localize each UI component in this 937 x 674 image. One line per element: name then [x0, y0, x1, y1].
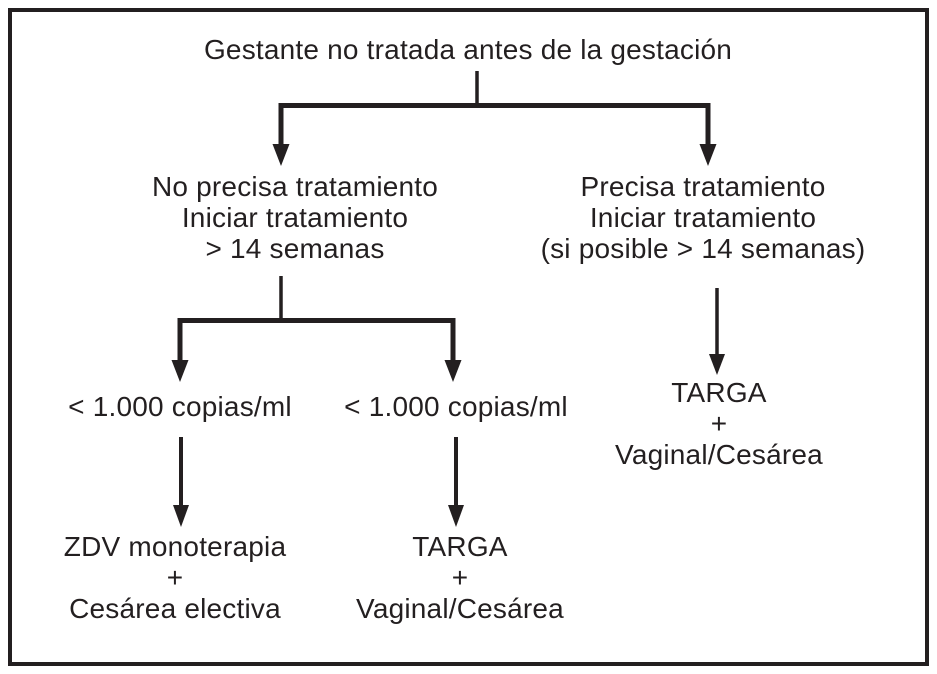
node-root-title-text: Gestante no tratada antes de la gestació… [203, 34, 733, 65]
node-precisa-tratamiento: Precisa tratamiento Iniciar tratamiento … [523, 171, 883, 264]
node-outcome-zdv: ZDV monoterapia + Cesárea electiva [20, 531, 330, 624]
node-no-precisa-line1: No precisa tratamiento [151, 171, 439, 202]
top-split-bracket [278, 103, 711, 146]
node-root-title: Gestante no tratada antes de la gestació… [118, 34, 818, 65]
arrowhead-to-targa-mid [448, 505, 464, 527]
node-outcome-targa-mid-line1: TARGA [412, 531, 508, 562]
node-outcome-zdv-line3: Cesárea electiva [69, 593, 281, 624]
node-no-precisa-line3: > 14 semanas [205, 233, 385, 264]
arrowhead-to-viral-load-left [171, 360, 189, 382]
node-viral-load-right-text: < 1.000 copias/ml [344, 391, 568, 422]
arrowhead-to-treatment [699, 144, 717, 166]
arrowhead-to-no-treatment [272, 144, 290, 166]
node-outcome-zdv-line2: + [166, 562, 184, 593]
node-outcome-zdv-line1: ZDV monoterapia [63, 531, 287, 562]
node-precisa-line3: (si posible > 14 semanas) [540, 233, 866, 264]
node-outcome-targa-mid-line3: Vaginal/Cesárea [356, 593, 564, 624]
node-viral-load-left: < 1.000 copias/ml [30, 391, 330, 422]
node-precisa-line1: Precisa tratamiento [580, 171, 826, 202]
node-outcome-targa-mid: TARGA + Vaginal/Cesárea [305, 531, 615, 624]
node-viral-load-right: < 1.000 copias/ml [306, 391, 606, 422]
arrowhead-to-targa-right [709, 354, 725, 375]
figure-border-frame [8, 8, 929, 666]
arrowhead-to-viral-load-right [444, 360, 462, 382]
node-outcome-targa-right-line1: TARGA [671, 377, 767, 408]
node-outcome-targa-mid-line2: + [451, 562, 469, 593]
node-no-precisa-tratamiento: No precisa tratamiento Iniciar tratamien… [115, 171, 475, 264]
arrowhead-to-zdv [173, 505, 189, 527]
node-no-precisa-line2: Iniciar tratamiento [181, 202, 409, 233]
node-outcome-targa-right: TARGA + Vaginal/Cesárea [564, 377, 874, 470]
node-precisa-line2: Iniciar tratamiento [589, 202, 817, 233]
left-split-bracket [177, 318, 456, 362]
node-viral-load-left-text: < 1.000 copias/ml [68, 391, 292, 422]
node-outcome-targa-right-line3: Vaginal/Cesárea [615, 439, 823, 470]
node-outcome-targa-right-line2: + [710, 408, 728, 439]
